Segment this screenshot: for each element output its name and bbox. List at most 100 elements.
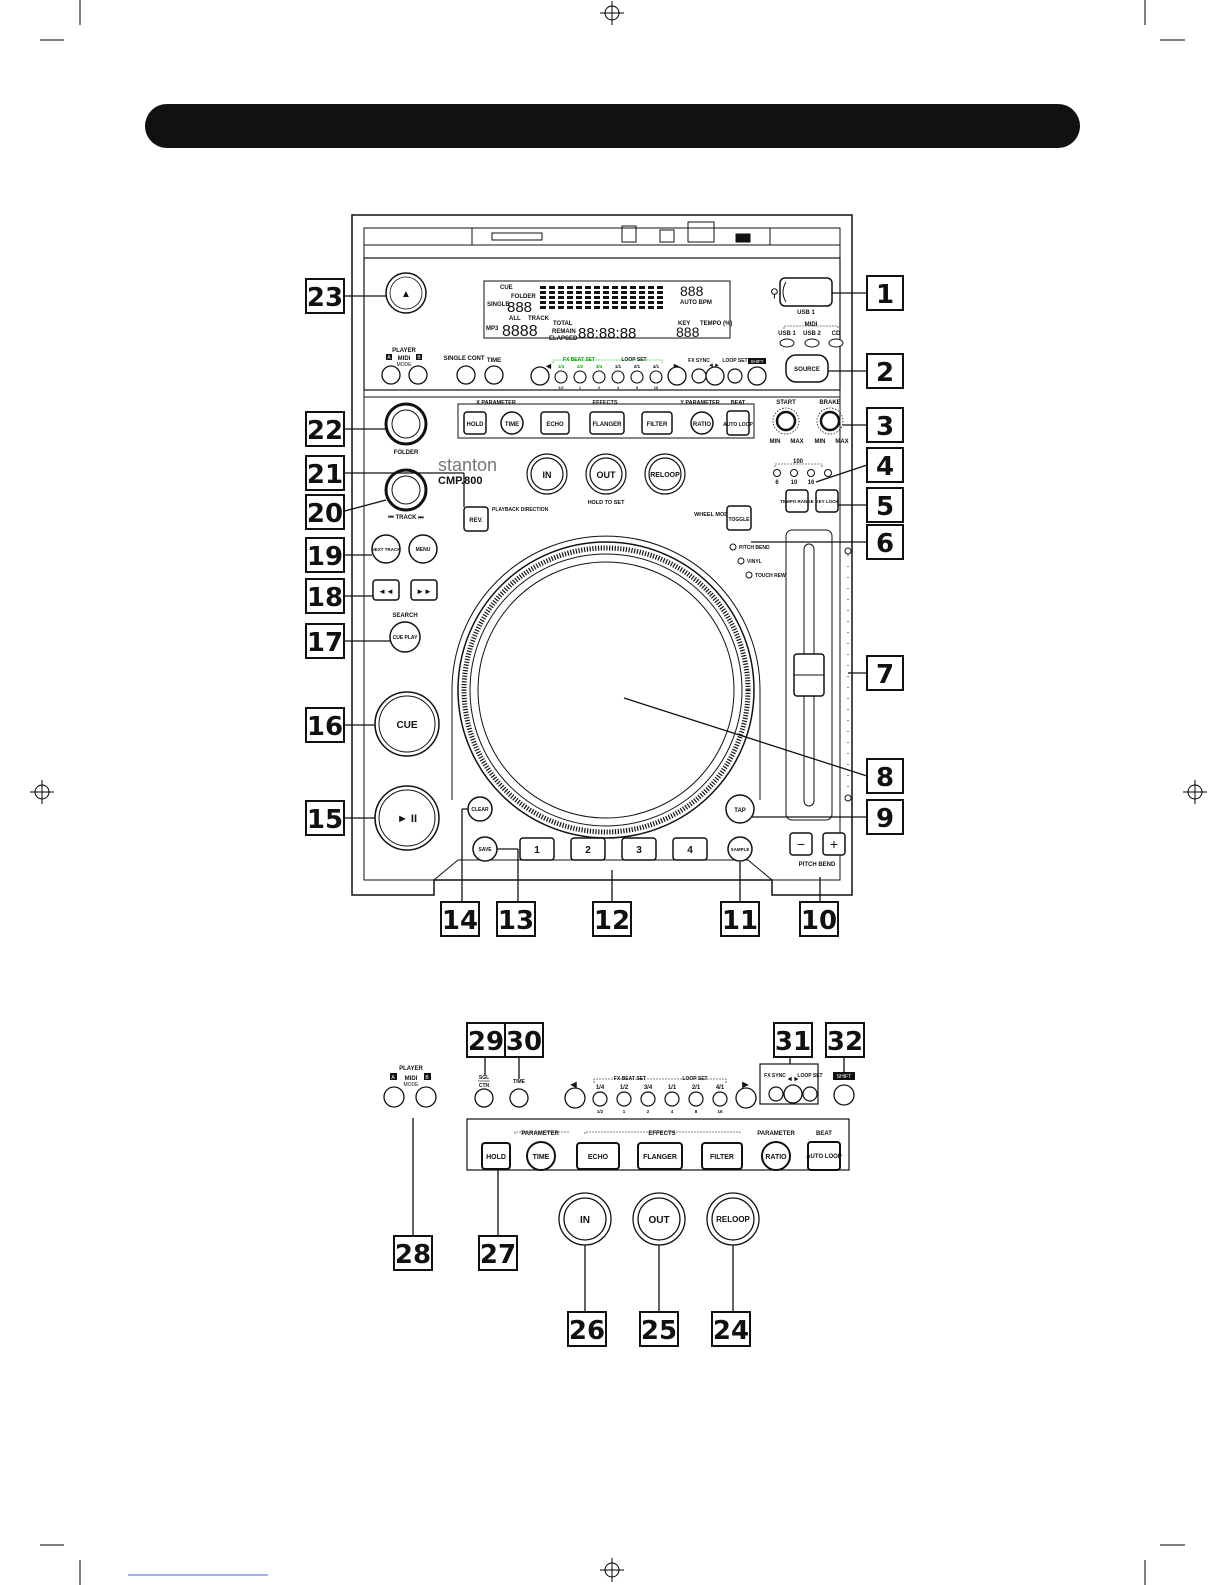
fx-direction-button[interactable] [705, 366, 725, 386]
detail-player-button-a[interactable] [383, 1086, 405, 1108]
echo-button[interactable]: ECHO [540, 411, 570, 435]
hot-cue-button-4[interactable]: 4 [672, 837, 708, 861]
start-knob[interactable] [772, 407, 800, 435]
clear-button[interactable]: CLEAR [467, 796, 493, 822]
player-label: PLAYER [392, 348, 416, 354]
hot-cue-button-3[interactable]: 3 [621, 837, 657, 861]
lcd-meter-segment [585, 291, 591, 294]
detail-shift-button[interactable] [833, 1084, 855, 1106]
hot-cue-button-1[interactable]: 1 [519, 837, 555, 861]
source-button[interactable]: SOURCE [785, 354, 829, 383]
fraction-button[interactable] [554, 370, 568, 384]
detail-fraction-button[interactable] [688, 1091, 704, 1107]
reverse-button[interactable]: REV. [463, 506, 489, 532]
wheel-toggle-button[interactable]: TOGGLE [726, 505, 752, 531]
lcd-level-meter [540, 286, 663, 309]
eject-button[interactable]: ▲ [385, 272, 427, 314]
hold-to-set-label: HOLD TO SET [588, 500, 626, 506]
detail-fraction-top-label: 2/1 [692, 1085, 701, 1091]
jog-wheel[interactable] [457, 541, 755, 839]
fraction-button[interactable] [630, 370, 644, 384]
detail-loop-out-button[interactable]: OUT [632, 1192, 686, 1246]
detail-ratio-button[interactable]: RATIO [761, 1141, 791, 1171]
flanger-button[interactable]: FLANGER [589, 411, 625, 435]
detail-time-button[interactable] [509, 1088, 529, 1108]
detail-fraction-button[interactable] [640, 1091, 656, 1107]
cue-play-button[interactable]: CUE PLAY [389, 621, 421, 653]
tempo-range-button[interactable]: TEMPO RANGE [780, 489, 814, 513]
play-pause-button[interactable]: ► II [374, 785, 440, 851]
detail-flanger-button[interactable]: FLANGER [637, 1142, 683, 1170]
detail-time-effect-button[interactable]: TIME [526, 1141, 556, 1171]
wheel-toggle-label: TOGGLE [728, 517, 750, 523]
detail-auto-loop-button[interactable]: AUTO LOOP [806, 1141, 842, 1171]
detail-fx-sync-frame [759, 1063, 819, 1105]
search-forward-button[interactable]: ►► [410, 579, 438, 601]
detail-fraction-button[interactable] [664, 1091, 680, 1107]
cue-button[interactable]: CUE [374, 691, 440, 757]
tap-button[interactable]: TAP [725, 794, 755, 824]
detail-fx-sync-button[interactable] [768, 1086, 784, 1102]
lcd-meter-segment [603, 291, 609, 294]
auto-loop-button[interactable]: AUTO LOOP [723, 410, 753, 436]
player-button-b[interactable] [408, 365, 428, 385]
lcd-meter-segment [621, 301, 627, 304]
callout-6: 6 [866, 524, 904, 560]
lcd-meter-segment [603, 306, 609, 309]
hold-button[interactable]: HOLD [463, 411, 487, 435]
fraction-button[interactable] [611, 370, 625, 384]
key-lock-button[interactable]: KEY LOCK [815, 489, 839, 513]
menu-button[interactable]: MENU [408, 534, 438, 564]
pitch-bend-minus-button[interactable]: − [789, 832, 813, 856]
loop-set-button[interactable] [727, 368, 743, 384]
loop-in-button[interactable]: IN [526, 453, 568, 495]
player-button-a[interactable] [381, 365, 401, 385]
detail-loop-set-button[interactable] [802, 1086, 818, 1102]
detail-reloop-button[interactable]: RELOOP [706, 1192, 760, 1246]
fraction-button[interactable] [573, 370, 587, 384]
time-effect-button[interactable]: TIME [500, 411, 524, 435]
next-button[interactable] [667, 366, 687, 386]
detail-fraction-bottom-label: 1 [623, 1109, 626, 1114]
detail-fraction-button[interactable] [712, 1091, 728, 1107]
detail-prev-button[interactable] [564, 1087, 586, 1109]
filter-button[interactable]: FILTER [641, 411, 673, 435]
detail-hold-button[interactable]: HOLD [481, 1142, 511, 1170]
fraction-button[interactable] [592, 370, 606, 384]
fx-sync-button[interactable] [691, 368, 707, 384]
loop-out-button[interactable]: OUT [585, 453, 627, 495]
detail-loop-out-label: OUT [648, 1215, 669, 1226]
sample-button-label: SAMPLE [731, 847, 750, 852]
next-track-label: NEXT TRACK [372, 547, 402, 552]
time-button[interactable] [484, 365, 504, 385]
detail-single-cont-button[interactable] [474, 1088, 494, 1108]
hot-cue-button-2[interactable]: 2 [570, 837, 606, 861]
detail-next-button[interactable] [735, 1087, 757, 1109]
fraction-button[interactable] [649, 370, 663, 384]
touch-rewind-led [745, 571, 753, 579]
pitch-fader-knob[interactable] [793, 653, 825, 697]
detail-direction-button[interactable] [783, 1084, 803, 1104]
folder-knob[interactable] [384, 402, 428, 446]
search-rewind-button[interactable]: ◄◄ [372, 579, 400, 601]
reloop-button[interactable]: RELOOP [644, 453, 686, 495]
sample-button[interactable]: SAMPLE [727, 836, 753, 862]
detail-player-button-b[interactable] [415, 1086, 437, 1108]
brake-knob[interactable] [816, 407, 844, 435]
ratio-button[interactable]: RATIO [690, 411, 714, 435]
prev-button[interactable] [530, 366, 550, 386]
detail-fraction-button[interactable] [616, 1091, 632, 1107]
save-button[interactable]: SAVE [472, 836, 498, 862]
track-knob[interactable] [384, 468, 428, 512]
next-track-button[interactable]: NEXT TRACK [371, 534, 402, 564]
detail-fraction-button[interactable] [592, 1091, 608, 1107]
lcd-meter-segment [630, 301, 636, 304]
pitch-bend-label: PITCH BEND [799, 862, 836, 868]
pitch-bend-plus-button[interactable]: + [822, 832, 846, 856]
shift-button[interactable] [747, 366, 767, 386]
fraction-bottom-label: 4 [617, 385, 620, 390]
single-cont-button[interactable] [456, 365, 476, 385]
detail-echo-button[interactable]: ECHO [576, 1142, 620, 1170]
detail-loop-in-button[interactable]: IN [558, 1192, 612, 1246]
detail-filter-button[interactable]: FILTER [701, 1142, 743, 1170]
